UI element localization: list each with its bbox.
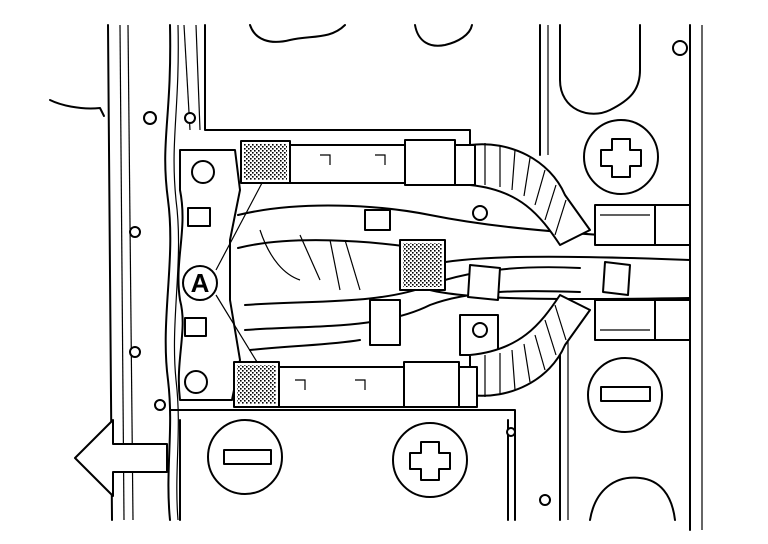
upper-battery-housing <box>204 24 703 531</box>
plus-terminal-icon-lower <box>409 441 451 481</box>
right-battery-cells <box>539 119 676 521</box>
corrugated-tubes <box>469 143 591 397</box>
minus-terminal-icon-lower <box>223 449 272 465</box>
wire-harness <box>237 204 691 356</box>
minus-terminal-icon <box>600 386 651 402</box>
lower-battery-housing <box>169 409 516 521</box>
plus-terminal-icon <box>600 138 642 178</box>
callout-a-label: A <box>191 268 210 298</box>
right-connectors <box>594 204 691 341</box>
upper-connector-assembly <box>240 139 476 186</box>
direction-arrow-icon <box>74 419 168 497</box>
lower-connector-assembly <box>233 361 478 408</box>
callout-a: A <box>182 182 263 363</box>
